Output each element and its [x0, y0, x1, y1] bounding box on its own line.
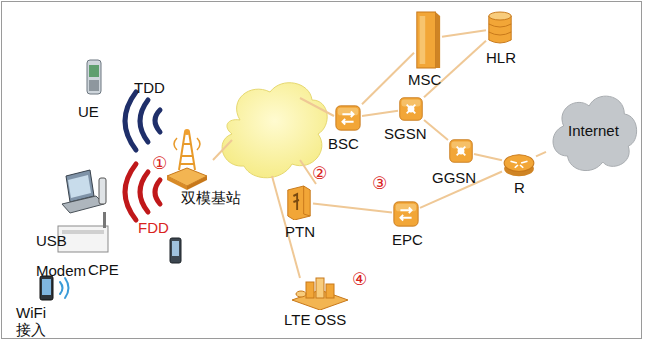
device-label: WiFi 接入 — [16, 304, 56, 338]
usb-dongle — [99, 178, 106, 204]
fdd-waves — [125, 164, 160, 220]
node-label: LTE OSS — [284, 312, 346, 328]
device-label: UE — [78, 104, 99, 120]
wifi-phone — [40, 276, 53, 300]
node-label: Internet — [568, 123, 619, 139]
base-station: 双模基站 — [165, 126, 209, 190]
callout-number: ③ — [372, 176, 387, 192]
node-label: HLR — [486, 50, 516, 66]
node-icon — [502, 150, 536, 178]
bsc-node: BSC — [334, 104, 362, 132]
link-line — [442, 30, 486, 37]
ggsn-node: GGSN — [448, 138, 474, 164]
node-icon — [486, 10, 514, 46]
epc-node: EPC — [392, 200, 420, 228]
node-label: GGSN — [432, 170, 476, 186]
internet-cloud: Internet — [546, 86, 640, 176]
oss-node: LTE OSS — [290, 276, 350, 310]
link-line — [536, 152, 546, 156]
wifi-waves — [60, 278, 69, 298]
transport-line — [213, 98, 334, 278]
node-icon — [334, 104, 362, 132]
node-label: 双模基站 — [181, 190, 241, 206]
access-cloud — [222, 83, 327, 178]
sgsn-node: SGSN — [398, 96, 424, 122]
ue-phone — [87, 60, 101, 94]
link-line — [362, 111, 398, 116]
node-icon — [165, 126, 209, 190]
hlr-node: HLR — [486, 10, 514, 46]
device-label: USB Modem — [36, 226, 86, 286]
router-node: R — [502, 150, 536, 178]
node-label: EPC — [392, 232, 423, 248]
mode-label: FDD — [138, 220, 169, 236]
node-label: BSC — [328, 136, 359, 152]
callout-number: ④ — [352, 272, 367, 288]
device-label: CPE — [88, 262, 119, 278]
node-icon — [448, 138, 474, 164]
tdd-waves — [125, 92, 160, 150]
handset — [170, 238, 181, 263]
callout-number: ① — [152, 156, 167, 172]
node-label: SGSN — [384, 126, 427, 142]
node-icon — [392, 200, 420, 228]
node-label: PTN — [285, 224, 315, 240]
laptop — [62, 170, 104, 213]
node-icon — [290, 276, 350, 310]
link-line — [362, 53, 414, 104]
msc-node: MSC — [414, 8, 442, 70]
ptn-node: PTN — [285, 184, 313, 220]
node-icon — [398, 96, 424, 122]
node-icon — [285, 184, 313, 220]
node-label: MSC — [408, 72, 441, 88]
link-line — [474, 154, 502, 160]
node-icon — [414, 8, 442, 70]
node-label: R — [514, 180, 525, 196]
callout-number: ② — [312, 166, 327, 182]
mode-label: TDD — [134, 80, 165, 96]
link-line — [424, 120, 448, 140]
link-line — [313, 204, 392, 213]
